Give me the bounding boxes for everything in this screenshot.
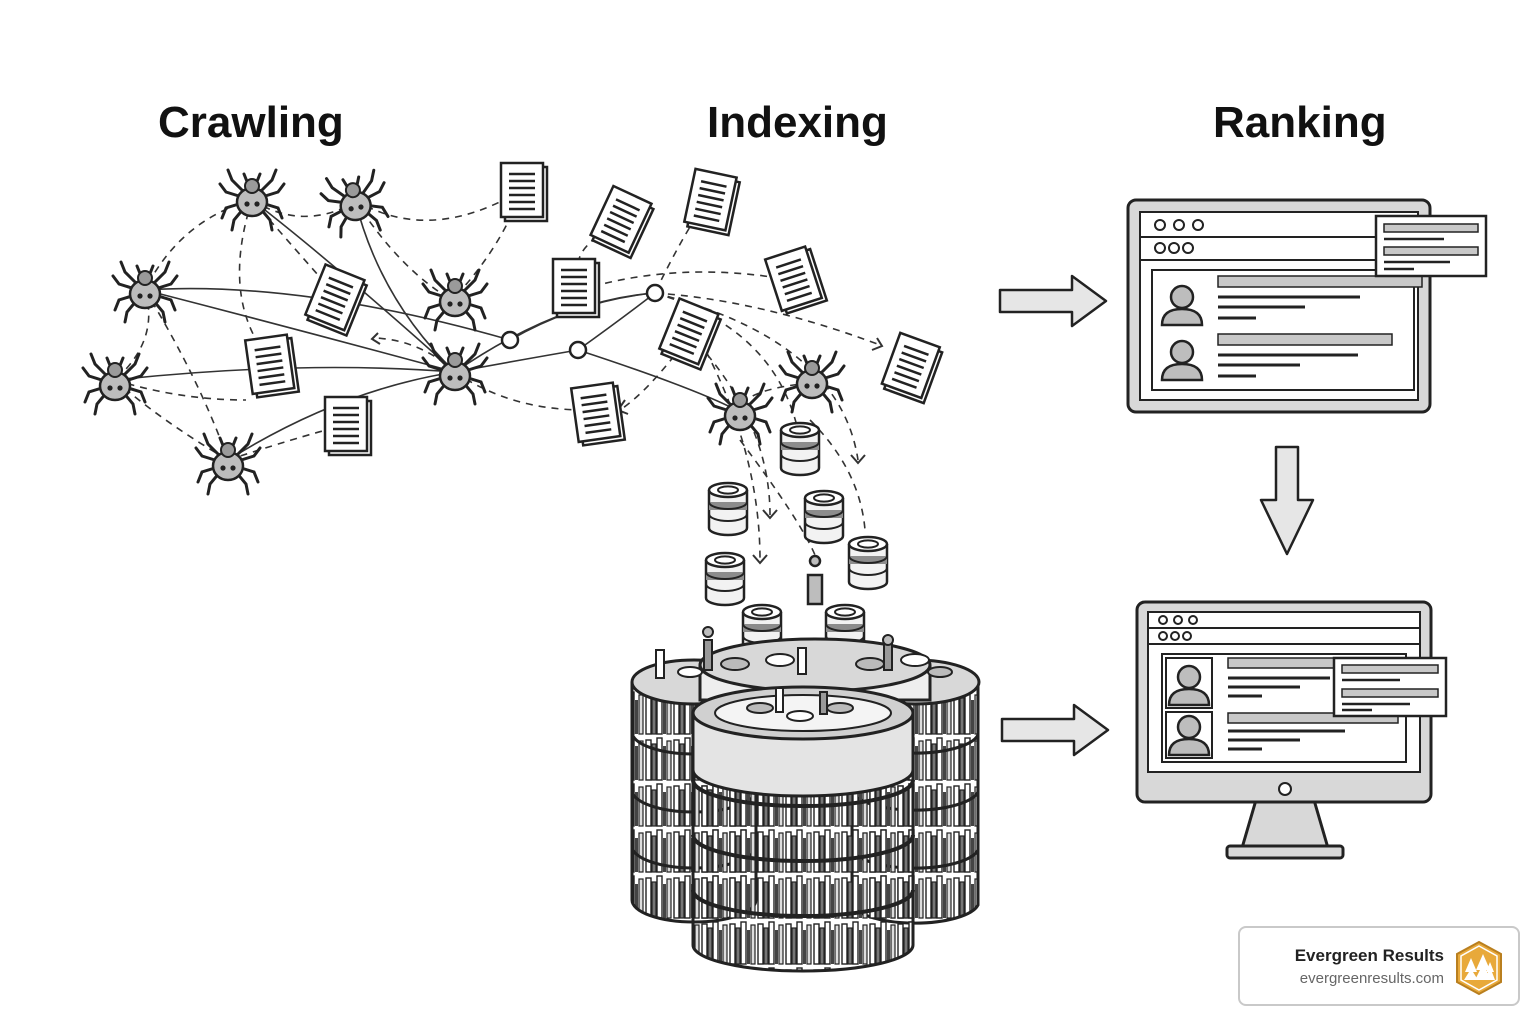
arrow-to-ranking [998, 274, 1108, 328]
results-monitor [1135, 600, 1448, 860]
database-icons [704, 421, 889, 659]
indexing-title: Indexing [707, 98, 888, 147]
brand-url: evergreenresults.com [1299, 970, 1444, 987]
arrow-index-to-results [1000, 703, 1110, 757]
ranking-browser-window [1126, 198, 1488, 414]
arrow-down [1259, 445, 1315, 556]
network-nodes [500, 283, 665, 360]
crawling-title: Crawling [158, 98, 344, 147]
evergreen-logo-icon [1456, 940, 1502, 996]
crawl-links [114, 189, 881, 461]
brand-badge: Evergreen Results evergreenresults.com [1238, 926, 1520, 1006]
library-database [630, 626, 981, 973]
ranking-title: Ranking [1213, 98, 1387, 147]
info-marker-icon [806, 554, 824, 606]
brand-name: Evergreen Results [1294, 946, 1444, 965]
